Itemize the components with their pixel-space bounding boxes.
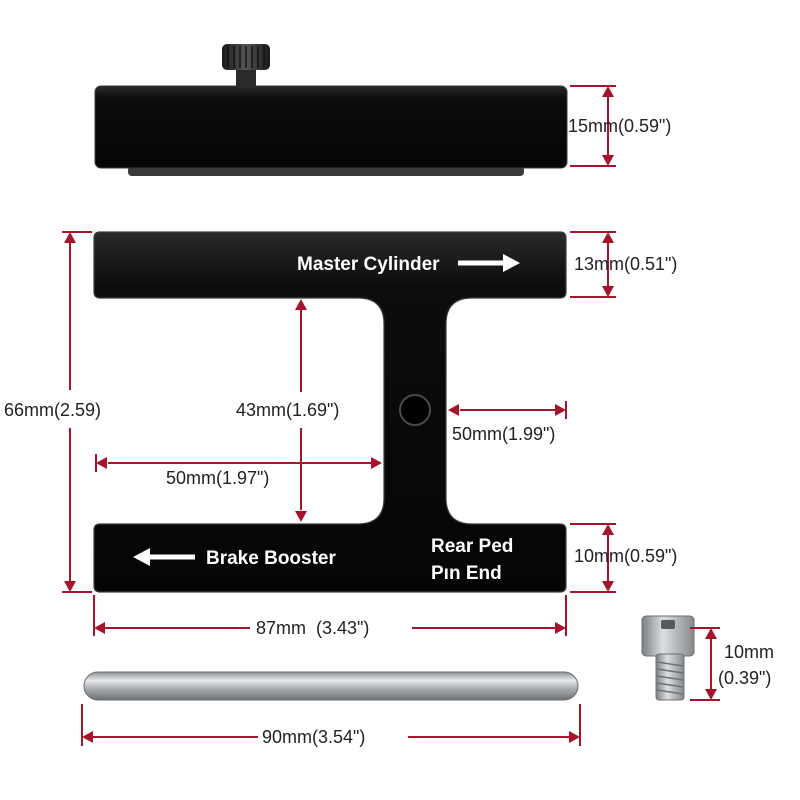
pin-length-text: 90mm(3.54") xyxy=(262,727,365,747)
dim-bolt-size xyxy=(690,627,720,701)
bolt-size-text-line2: (0.39") xyxy=(718,668,771,688)
dim-bottom-bar-height xyxy=(570,523,616,593)
brake-booster-label: Brake Booster xyxy=(206,548,336,569)
top-view-thickness-text: 15mm(0.59") xyxy=(568,116,671,136)
rear-label-line2: Pın End xyxy=(431,563,502,584)
right-slot-width-text: 50mm(1.99") xyxy=(452,424,555,444)
pin-body xyxy=(83,671,579,701)
pin xyxy=(83,671,579,701)
dim-total-width xyxy=(93,595,567,636)
arrow-left-icon xyxy=(133,548,195,566)
bolt xyxy=(641,615,695,701)
knurl-lines xyxy=(227,46,265,68)
bolt-hex-hole xyxy=(661,620,675,629)
master-cylinder-label: Master Cylinder xyxy=(297,254,440,275)
bottom-bar-height-text: 10mm(0.59") xyxy=(574,546,677,566)
bolt-threads xyxy=(656,661,684,695)
center-hole xyxy=(399,394,431,426)
dim-top-bar-height xyxy=(570,231,616,298)
dim-top-thickness xyxy=(570,85,616,167)
dim-slot-height xyxy=(295,299,307,522)
arrow-right-icon xyxy=(458,254,520,272)
thumb-screw-stem xyxy=(236,66,256,88)
top-bar-height-text: 13mm(0.51") xyxy=(574,254,677,274)
top-view-body xyxy=(94,85,568,169)
left-slot-width-text: 50mm(1.97") xyxy=(166,468,269,488)
dim-right-slot-width xyxy=(448,401,567,419)
top-view-plate xyxy=(94,44,568,176)
dimension-lines xyxy=(62,85,720,746)
total-height-text: 66mm(2.59) xyxy=(4,400,101,420)
dim-left-slot-width xyxy=(95,454,382,472)
bolt-size-text-line1: 10mm xyxy=(724,642,774,662)
dim-pin-length xyxy=(81,704,581,746)
h-bracket: Master Cylinder Brake Booster Rear Ped P… xyxy=(93,231,567,593)
total-width-text: 87mm (3.43") xyxy=(256,618,369,638)
dim-total-height xyxy=(62,231,92,593)
slot-height-text: 43mm(1.69") xyxy=(236,400,339,420)
rear-label-line1: Rear Ped xyxy=(431,536,513,557)
